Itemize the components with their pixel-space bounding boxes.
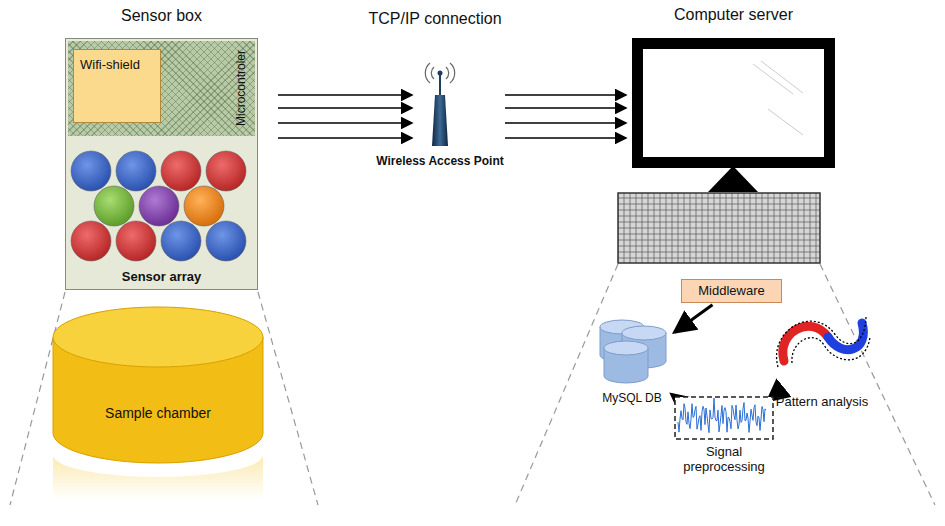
flow-arrow bbox=[505, 137, 626, 139]
flow-arrow bbox=[505, 122, 626, 124]
sensor-element bbox=[71, 221, 111, 261]
server-monitor: Computer server bbox=[632, 38, 835, 168]
node-text: Computer server bbox=[632, 6, 835, 24]
sensor-element bbox=[116, 151, 156, 191]
database: MySQL DB bbox=[592, 318, 672, 408]
middleware-box: Middleware bbox=[681, 279, 782, 303]
signal-plot bbox=[674, 396, 774, 440]
sensor-element bbox=[206, 151, 246, 191]
flow-arrow bbox=[505, 94, 626, 96]
sensor-element bbox=[94, 186, 134, 226]
flow-arrow bbox=[674, 305, 712, 333]
pattern-icon bbox=[770, 303, 874, 388]
flow-arrow bbox=[672, 394, 675, 396]
node-text: Middleware bbox=[698, 280, 764, 302]
flow-arrow bbox=[278, 137, 412, 139]
node-text: Sample chamber bbox=[50, 405, 266, 421]
sensor-element bbox=[116, 221, 156, 261]
antenna-icon bbox=[420, 62, 460, 147]
node-text: Pattern analysis bbox=[770, 394, 874, 409]
signal-preprocessing: Signal preprocessing bbox=[674, 396, 774, 476]
sensor-element bbox=[71, 151, 111, 191]
flow-arrow bbox=[505, 107, 626, 109]
node-text: Microcontroler bbox=[234, 43, 248, 133]
wifi-shield: Wifi-shield bbox=[73, 49, 161, 123]
pattern-analysis: Pattern analysis bbox=[770, 303, 874, 411]
node-text: Sensor array bbox=[66, 269, 257, 284]
sensor-element bbox=[206, 221, 246, 261]
node-text: MySQL DB bbox=[592, 391, 672, 405]
sensor-element bbox=[184, 186, 224, 226]
sensor-element bbox=[161, 151, 201, 191]
monitor-stand bbox=[708, 166, 758, 192]
sample-chamber: Sample chamber bbox=[50, 305, 266, 505]
node-text: Wireless Access Point bbox=[376, 154, 504, 168]
screen-glare bbox=[643, 49, 824, 157]
sensor-element bbox=[161, 221, 201, 261]
sensor-box: Sensor boxSensor arrayMicrocontrolerWifi… bbox=[65, 38, 258, 290]
flow-arrow bbox=[278, 94, 412, 96]
flow-arrow bbox=[278, 107, 412, 109]
sensor-element bbox=[139, 186, 179, 226]
node-text: Wifi-shield bbox=[80, 57, 140, 72]
flow-arrow bbox=[278, 122, 412, 124]
zoom-lines bbox=[10, 264, 935, 505]
connection-label: TCP/IP connection bbox=[368, 10, 501, 28]
access-point: Wireless Access Point bbox=[420, 62, 460, 147]
microcontroller-board: Microcontroler Wifi-shield bbox=[68, 41, 255, 136]
keyboard bbox=[618, 193, 820, 263]
node-text: Sensor box bbox=[66, 7, 257, 25]
node-text: Signal preprocessing bbox=[674, 444, 774, 474]
